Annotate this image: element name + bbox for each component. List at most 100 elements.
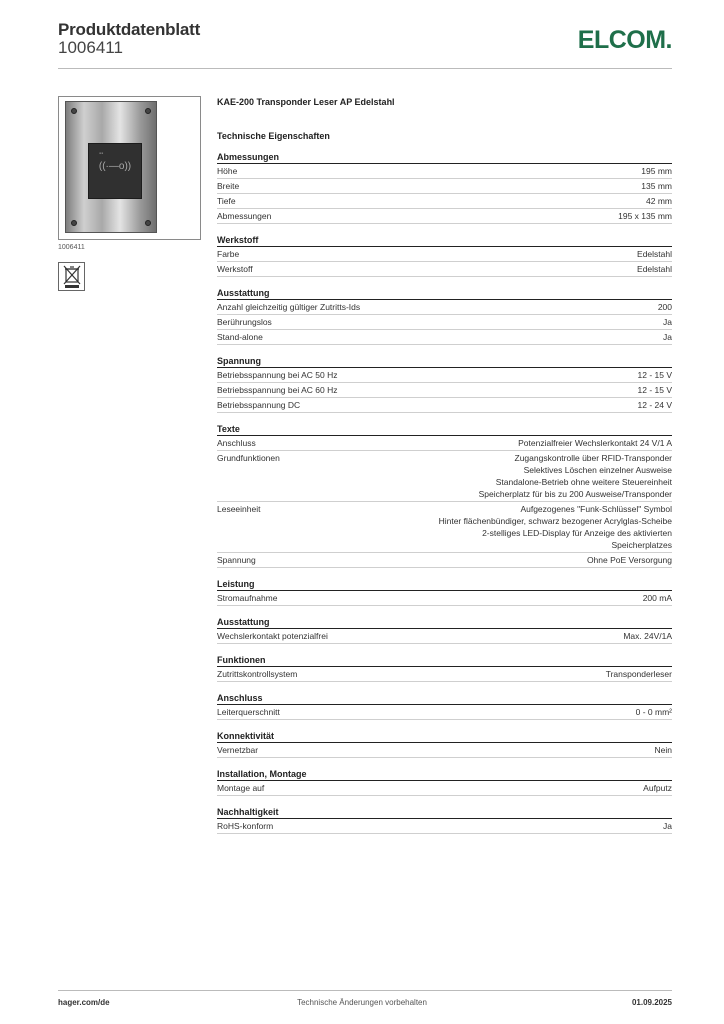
spec-value-line: Speicherplatz für bis zu 200 Ausweise/Tr… — [478, 489, 672, 499]
spec-value-line: Edelstahl — [637, 249, 672, 259]
spec-value-line: 200 mA — [642, 593, 672, 603]
spec-label: Abmessungen — [217, 211, 272, 221]
spec-label: Stand-alone — [217, 332, 263, 342]
spec-label: Höhe — [217, 166, 238, 176]
spec-label: Spannung — [217, 555, 256, 565]
brand-logo: ELCOM. — [577, 26, 673, 54]
spec-value: Max. 24V/1A — [623, 630, 672, 642]
spec-row: Zutrittskontrollsystem Transponderleser — [217, 667, 672, 682]
spec-row: Betriebsspannung DC 12 - 24 V — [217, 398, 672, 413]
spec-label: Wechslerkontakt potenzialfrei — [217, 631, 328, 641]
spec-value: 12 - 24 V — [638, 399, 673, 411]
spec-row: Breite 135 mm — [217, 179, 672, 194]
spec-label: Anzahl gleichzeitig gültiger Zutritts-Id… — [217, 302, 361, 312]
spec-label: Leiterquerschnitt — [217, 707, 280, 717]
spec-row: Spannung Ohne PoE Versorgung — [217, 553, 672, 568]
spec-label: Vernetzbar — [217, 745, 259, 755]
image-caption: 1006411 — [58, 244, 85, 251]
spec-value-line: Ohne PoE Versorgung — [586, 555, 672, 565]
section-title: Werkstoff — [217, 233, 672, 247]
spec-value-line: Ja — [663, 317, 672, 327]
spec-value-line: Zugangskontrolle über RFID-Transponder — [514, 453, 672, 463]
spec-value: 12 - 15 V — [638, 369, 673, 381]
section-title: Texte — [217, 422, 672, 436]
spec-value-line: 12 - 15 V — [637, 385, 673, 395]
spec-label: Zutrittskontrollsystem — [217, 669, 298, 679]
product-name: KAE-200 Transponder Leser AP Edelstahl — [217, 97, 395, 107]
section-title: Funktionen — [217, 653, 672, 667]
content: KAE-200 Transponder Leser AP Edelstahl T… — [217, 96, 672, 843]
spec-value: Transponderleser — [606, 668, 672, 680]
spec-value-line: Ja — [663, 332, 672, 342]
spec-value: Ja — [663, 331, 672, 343]
spec-label: Stromaufnahme — [217, 593, 278, 603]
spec-value-line: 200 — [657, 302, 672, 312]
spec-row: Wechslerkontakt potenzialfrei Max. 24V/1A — [217, 629, 672, 644]
spec-row: Stromaufnahme 200 mA — [217, 591, 672, 606]
section-title: Leistung — [217, 577, 672, 591]
spec-value-line: Selektives Löschen einzelner Ausweise — [523, 465, 672, 475]
spec-value: 42 mm — [646, 195, 672, 207]
spec-value-line: Potenzialfreier Wechslerkontakt 24 V/1 A — [518, 438, 672, 448]
spec-value-line: 42 mm — [646, 196, 672, 206]
section-title: Konnektivität — [217, 729, 672, 743]
spec-value: Ja — [663, 316, 672, 328]
spec-value: 200 — [658, 301, 672, 313]
spec-value: Ohne PoE Versorgung — [587, 554, 672, 566]
spec-row: Farbe Edelstahl — [217, 247, 672, 262]
weee-icon — [58, 262, 85, 291]
spec-label: Breite — [217, 181, 240, 191]
spec-value-line: Transponderleser — [605, 669, 672, 679]
spec-value-line: Nein — [654, 745, 672, 755]
reader-window: ▪▪ ((·—o)) — [88, 143, 142, 199]
spec-value-line: Speicherplatzes — [611, 540, 672, 550]
spec-value: 195 mm — [641, 165, 672, 177]
section-title: Installation, Montage — [217, 767, 672, 781]
spec-value: 200 mA — [643, 592, 672, 604]
spec-row: Anzahl gleichzeitig gültiger Zutritts-Id… — [217, 300, 672, 315]
screw-icon — [71, 220, 77, 226]
spec-label: Farbe — [217, 249, 240, 259]
spec-value-line: Aufgezogenes "Funk-Schlüssel" Symbol — [520, 504, 672, 514]
spec-label: Betriebsspannung DC — [217, 400, 301, 410]
spec-value-line: 195 mm — [641, 166, 672, 176]
footer-website[interactable]: hager.com/de — [58, 998, 110, 1007]
spec-label: Tiefe — [217, 196, 236, 206]
steel-plate: ▪▪ ((·—o)) — [65, 101, 157, 233]
spec-value-line: Edelstahl — [637, 264, 672, 274]
section-title: Ausstattung — [217, 286, 672, 300]
spec-value-line: 12 - 15 V — [637, 370, 673, 380]
spec-value: Nein — [655, 744, 672, 756]
spec-value: Edelstahl — [637, 263, 672, 275]
section-title: Abmessungen — [217, 150, 672, 164]
spec-value-line: 135 mm — [641, 181, 672, 191]
screw-icon — [145, 108, 151, 114]
doc-title: Produktdatenblatt — [58, 20, 201, 39]
spec-label: Anschluss — [217, 438, 256, 448]
spec-value-line: 12 - 24 V — [637, 400, 673, 410]
spec-value: 12 - 15 V — [638, 384, 673, 396]
header-divider — [58, 68, 672, 69]
spec-label: Betriebsspannung bei AC 50 Hz — [217, 370, 338, 380]
spec-label: Betriebsspannung bei AC 60 Hz — [217, 385, 338, 395]
spec-value: Aufputz — [643, 782, 672, 794]
